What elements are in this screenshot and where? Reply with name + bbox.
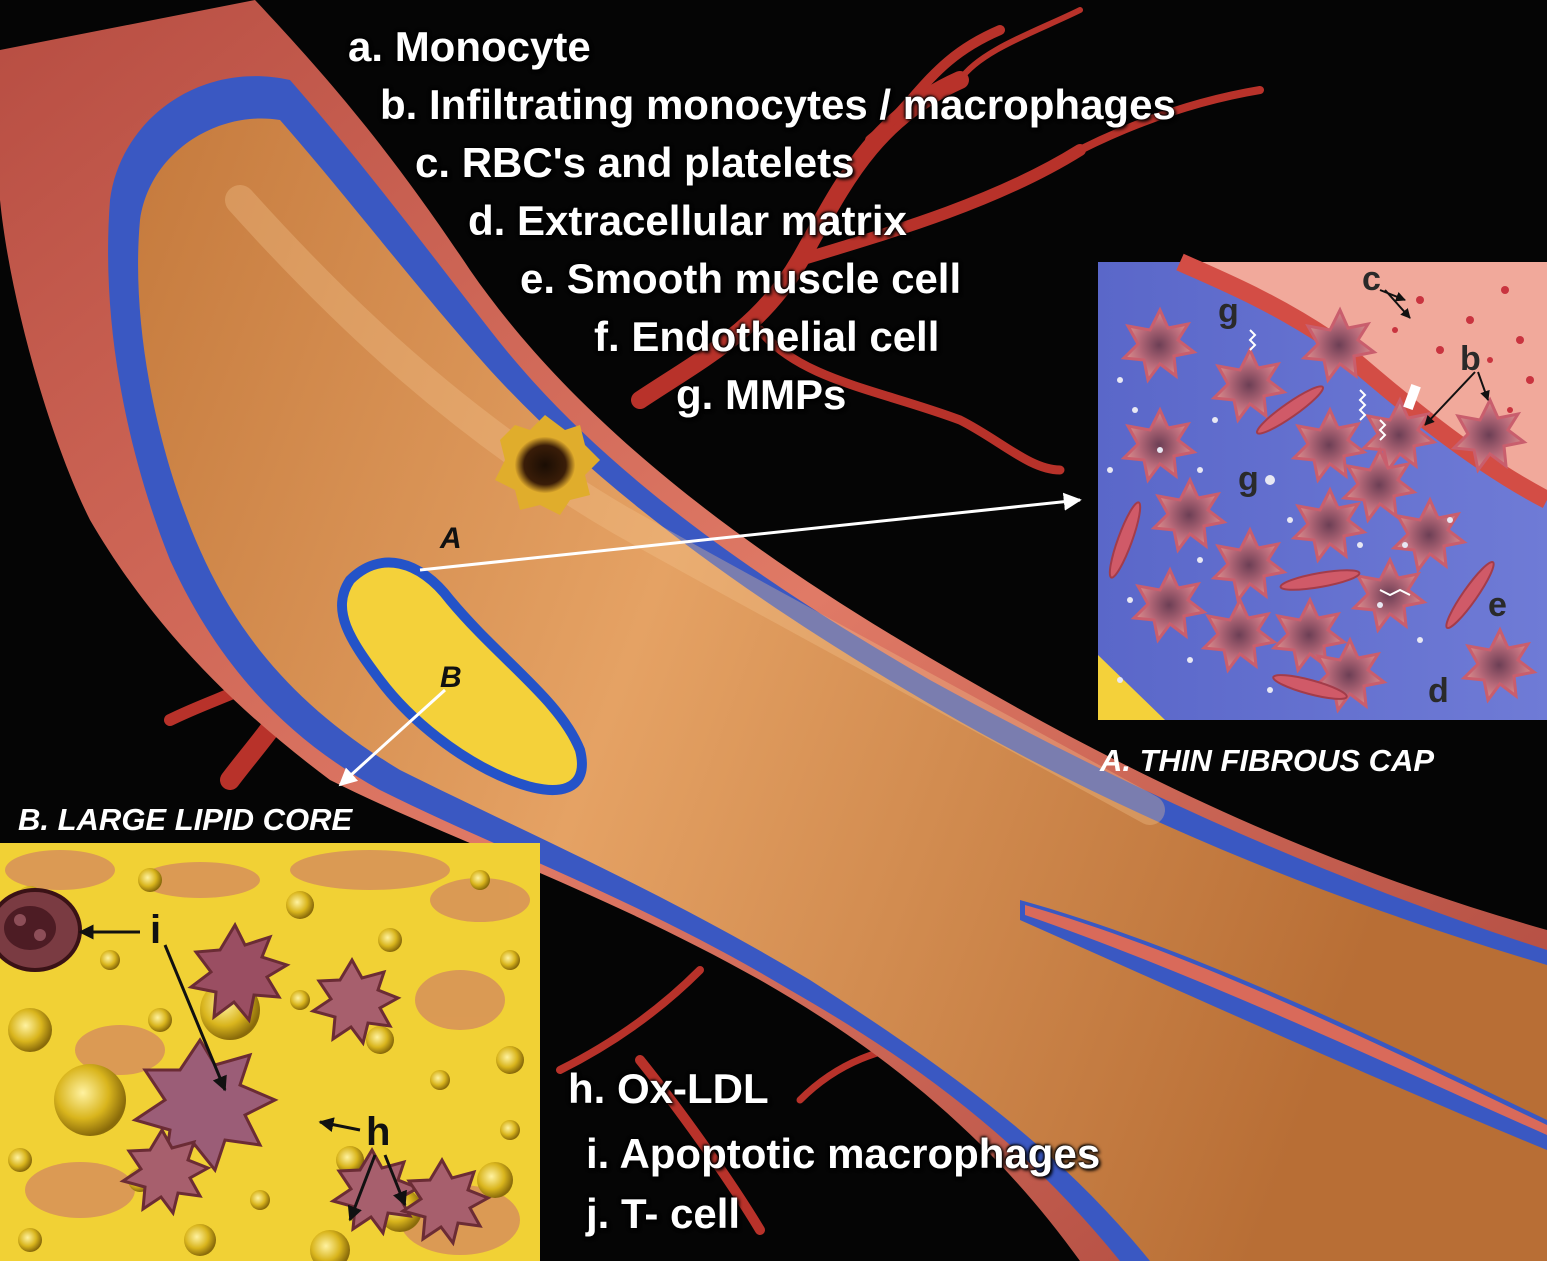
caption-large-lipid-core: B. LARGE LIPID CORE (18, 804, 352, 835)
marker-b: B (440, 663, 462, 693)
inset-label-h: h (366, 1112, 390, 1152)
legend-item-extracellular-matrix: d. Extracellular matrix (468, 200, 907, 242)
legend-item-infiltrating-monocytes: b. Infiltrating monocytes / macrophages (380, 84, 1176, 126)
marker-a: A (440, 524, 462, 554)
inset-label-c: c (1362, 262, 1381, 296)
legend-item-mmps: g. MMPs (676, 374, 846, 416)
legend-item-ox-ldl: h. Ox-LDL (568, 1068, 769, 1110)
inset-label-e: e (1488, 588, 1507, 622)
inset-label-g-top: g (1218, 294, 1239, 328)
inset-label-g-middle: g (1238, 462, 1259, 496)
inset-label-b: b (1460, 342, 1481, 376)
legend-item-rbcs-platelets: c. RBC's and platelets (415, 142, 854, 184)
inset-fibrous-cap (1098, 262, 1547, 720)
inset-lipid-core (0, 843, 540, 1261)
inset-label-i: i (150, 910, 161, 950)
legend-item-endothelial-cell: f. Endothelial cell (594, 316, 939, 358)
legend-item-apoptotic-macrophages: i. Apoptotic macrophages (586, 1133, 1100, 1175)
t-cell (0, 890, 80, 970)
legend-item-monocyte: a. Monocyte (348, 26, 591, 68)
legend-item-t-cell: j. T- cell (586, 1193, 740, 1235)
legend-item-smooth-muscle-cell: e. Smooth muscle cell (520, 258, 961, 300)
caption-thin-fibrous-cap: A. THIN FIBROUS CAP (1100, 745, 1434, 776)
inset-label-d: d (1428, 674, 1449, 708)
